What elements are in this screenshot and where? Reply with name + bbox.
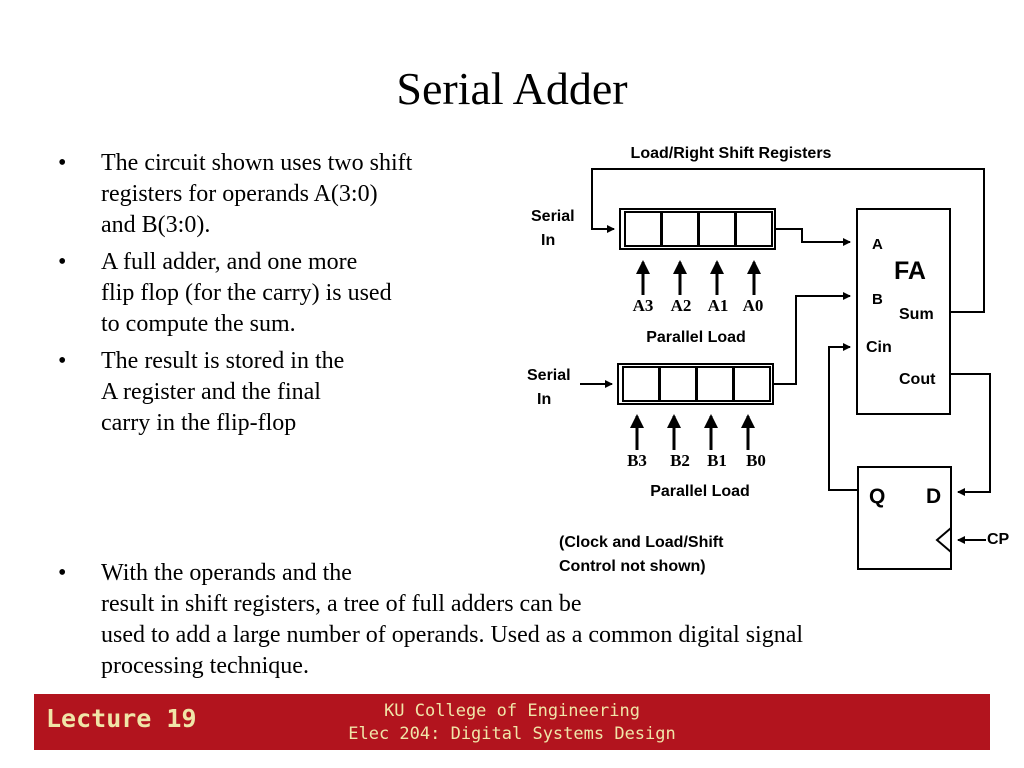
bit-label-b3: B3 — [627, 451, 647, 470]
bullet-line: used to add a large number of operands. … — [101, 622, 804, 648]
fa-input-a-label: A — [872, 236, 883, 253]
ff-d-label: D — [926, 485, 941, 508]
footer-college: KU College of Engineering — [384, 701, 640, 721]
bullet-line: result in shift registers, a tree of ful… — [101, 591, 582, 617]
bullet-item: A full adder, and one more flip flop (fo… — [58, 247, 498, 340]
fa-cout-label: Cout — [899, 371, 936, 388]
serial-in-b-label: Serial — [527, 367, 571, 384]
ff-q-label: Q — [869, 485, 885, 508]
bullet-line: to compute the sum. — [101, 311, 296, 337]
bullet-item: With the operands and the result in shif… — [58, 558, 1018, 682]
bullet-line: A register and the final — [101, 379, 321, 405]
bit-label-b2: B2 — [670, 451, 690, 470]
bullet-line: The circuit shown uses two shift — [101, 150, 413, 176]
clock-triangle — [935, 527, 952, 553]
bullet-line: carry in the flip-flop — [101, 410, 297, 436]
footer-lecture: Lecture 19 — [46, 704, 197, 733]
bullet-list-bottom: With the operands and the result in shif… — [58, 558, 1018, 682]
footer-course-title: Elec 204: Digital Systems Design — [348, 724, 676, 744]
bullet-line: flip flop (for the carry) is used — [101, 280, 392, 306]
serial-in-a-label: In — [541, 232, 555, 249]
note-label: Control not shown) — [559, 558, 706, 575]
ff-clock-label: CP — [987, 531, 1010, 548]
footer-course: KU College of Engineering Elec 204: Digi… — [34, 700, 990, 746]
bullet-line: and B(3:0). — [101, 212, 211, 238]
serial-in-a-label: Serial — [531, 208, 575, 225]
flip-flop-box — [857, 466, 952, 570]
parallel-load-arrows-a — [636, 260, 761, 295]
bullet-item: The result is stored in the A register a… — [58, 346, 498, 439]
full-adder-box — [856, 208, 951, 415]
bit-label-a2: A2 — [671, 296, 692, 315]
bullet-line: A full adder, and one more — [101, 249, 358, 275]
bit-label-b0: B0 — [746, 451, 766, 470]
serial-in-b-label: In — [537, 391, 551, 408]
wires — [580, 168, 991, 544]
register-a — [619, 208, 776, 250]
bullet-list: The circuit shown uses two shift registe… — [58, 148, 498, 445]
footer-bar: Lecture 19 KU College of Engineering Ele… — [34, 694, 990, 750]
bullet-line: registers for operands A(3:0) — [101, 181, 378, 207]
bullet-line: The result is stored in the — [101, 348, 345, 374]
bit-label-a3: A3 — [633, 296, 654, 315]
fa-cin-label: Cin — [866, 339, 892, 356]
slide-title: Serial Adder — [396, 63, 628, 114]
bit-label-a1: A1 — [708, 296, 729, 315]
parallel-load-arrows-b — [630, 414, 755, 450]
parallel-load-a-label: Parallel Load — [646, 329, 746, 346]
fa-sum-label: Sum — [899, 306, 934, 323]
bullet-line: With the operands and the — [101, 560, 352, 586]
bit-label-a0: A0 — [743, 296, 764, 315]
fa-title: FA — [894, 257, 926, 285]
bullet-line: processing technique. — [101, 653, 309, 679]
bullet-item: The circuit shown uses two shift registe… — [58, 148, 498, 241]
top-label: Load/Right Shift Registers — [631, 145, 832, 162]
parallel-load-b-label: Parallel Load — [650, 483, 750, 500]
note-label: (Clock and Load/Shift — [559, 534, 724, 551]
bit-label-b1: B1 — [707, 451, 727, 470]
register-b — [617, 363, 774, 405]
fa-input-b-label: B — [872, 291, 883, 308]
